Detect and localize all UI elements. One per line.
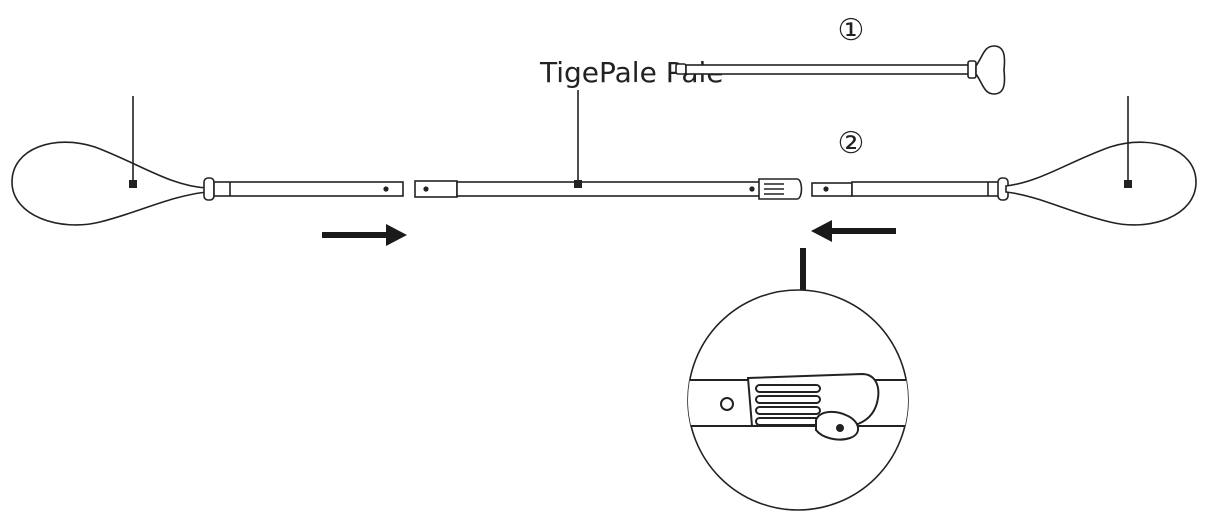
right-blade-marker — [1124, 180, 1132, 188]
sup-paddle-collar — [967, 60, 977, 79]
detail-clamp-groove — [755, 395, 821, 404]
detail-clamp-groove — [755, 406, 821, 415]
right-shaft-tip — [811, 182, 853, 197]
right-blade — [1005, 141, 1197, 226]
center-shaft-section — [414, 178, 803, 200]
sup-paddle — [675, 45, 1006, 95]
step-one-marker: ① — [838, 13, 865, 48]
detail-clamp-groove — [755, 384, 821, 393]
sup-paddle-shaft — [685, 64, 972, 75]
detail-clamp-groove — [755, 417, 821, 426]
center-shaft-sleeve — [414, 180, 458, 198]
clamp-detail-view — [687, 289, 909, 511]
arrow-left-icon — [811, 220, 896, 242]
center-shaft-left-pin — [423, 186, 429, 192]
left-blade-marker — [129, 180, 137, 188]
left-shaft — [213, 181, 404, 197]
left-blade — [11, 141, 208, 226]
left-paddle-section — [11, 141, 404, 226]
center-shaft-right-pin — [749, 186, 755, 192]
sup-paddle-handle — [675, 63, 687, 75]
arrow-right-icon — [322, 224, 407, 246]
center-shaft-marker — [574, 180, 582, 188]
detail-lever-pin — [836, 424, 844, 432]
left-blade-collar — [203, 177, 215, 201]
detail-pin-hole — [720, 397, 734, 411]
right-shaft-pin-hole — [823, 186, 829, 192]
step-two-marker: ② — [838, 126, 865, 161]
sup-paddle-blade — [975, 45, 1006, 95]
center-shaft-main — [456, 181, 764, 197]
left-shaft-pin-hole — [383, 186, 389, 192]
right-paddle-section — [811, 141, 1197, 226]
right-shaft — [851, 181, 1001, 197]
